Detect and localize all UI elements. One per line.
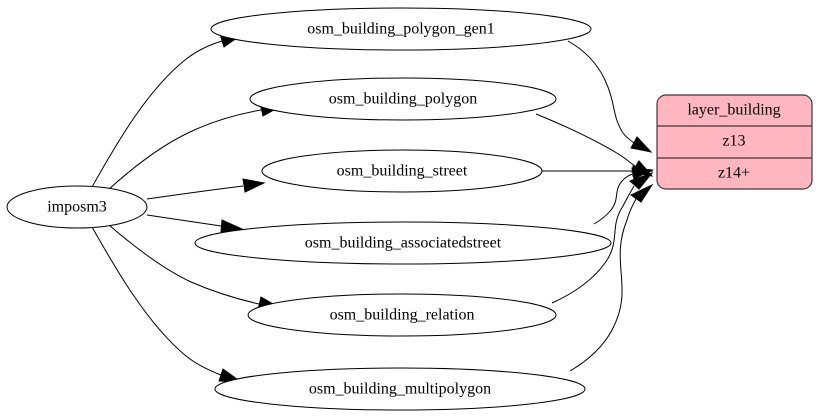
node-osm_building_associatedstreet-shape[interactable]: [194, 221, 612, 265]
node-layer-building-box[interactable]: [656, 94, 813, 190]
layer-building-row-z14[interactable]: z14+: [718, 165, 750, 182]
node-osm_building_polygon_gen1-label: osm_building_polygon_gen1: [307, 21, 495, 38]
layer-building-row-z13[interactable]: z13: [722, 133, 745, 150]
node-osm_building_street[interactable]: osm_building_street: [261, 149, 543, 193]
node-layer-building[interactable]: layer_building z13 z14+: [656, 94, 813, 190]
node-osm_building_associatedstreet[interactable]: osm_building_associatedstreet: [194, 221, 612, 265]
node-osm_building_street-label: osm_building_street: [337, 163, 468, 180]
node-imposm3-shape[interactable]: [6, 185, 148, 229]
node-imposm3[interactable]: imposm3: [6, 185, 148, 229]
node-osm_building_multipolygon-label: osm_building_multipolygon: [309, 381, 491, 398]
node-osm_building_multipolygon[interactable]: osm_building_multipolygon: [214, 367, 586, 411]
edge-imposm3-to-osm_building_multipolygon: [91, 226, 243, 383]
edge-osm_building_relation-to-layer-z14: [551, 171, 654, 304]
edge-imposm3-to-osm_building_polygon_gen1: [91, 33, 243, 188]
layer-building-title: layer_building: [687, 102, 780, 119]
node-osm_building_polygon-label: osm_building_polygon: [329, 91, 477, 108]
node-osm_building_relation[interactable]: osm_building_relation: [247, 293, 557, 337]
node-imposm3-label: imposm3: [47, 199, 107, 216]
node-osm_building_polygon_gen1[interactable]: osm_building_polygon_gen1: [210, 7, 592, 51]
edge-osm_building_polygon_gen1-to-layer-z13: [567, 40, 653, 153]
node-osm_building_polygon[interactable]: osm_building_polygon: [249, 77, 557, 121]
edge-osm_building_associatedstreet-to-layer-z14: [593, 167, 654, 225]
node-osm_building_multipolygon-shape[interactable]: [214, 367, 586, 411]
edge-group-tables-to-layer: [535, 40, 654, 372]
node-osm_building_relation-shape[interactable]: [247, 293, 557, 337]
node-osm_building_relation-label: osm_building_relation: [330, 307, 475, 324]
node-osm_building_street-shape[interactable]: [261, 149, 543, 193]
edge-osm_building_multipolygon-to-layer-z14: [569, 183, 654, 372]
node-osm_building_polygon_gen1-shape[interactable]: [210, 7, 592, 51]
edge-imposm3-to-osm_building_street: [146, 178, 266, 200]
node-osm_building_polygon-shape[interactable]: [249, 77, 557, 121]
edge-imposm3-to-osm_building_polygon: [107, 102, 283, 191]
edge-imposm3-to-osm_building_associatedstreet: [146, 214, 244, 233]
node-osm_building_associatedstreet-label: osm_building_associatedstreet: [305, 235, 502, 252]
